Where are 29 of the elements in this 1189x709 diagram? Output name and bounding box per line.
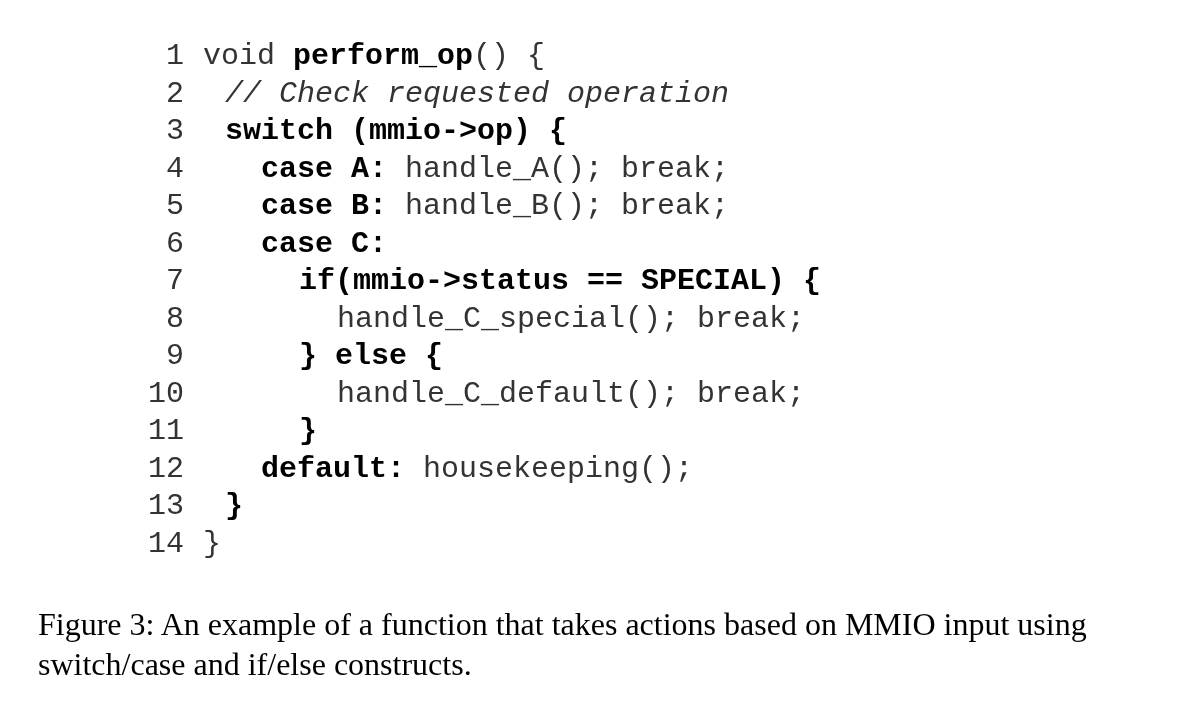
line-number: 9 bbox=[165, 338, 184, 374]
code-line: } else { bbox=[299, 338, 444, 374]
line-number: 2 bbox=[165, 75, 184, 112]
code-line: void perform_op() { bbox=[203, 38, 546, 74]
line-number: 14 bbox=[147, 525, 184, 562]
code-line: if(mmio->status == SPECIAL) { bbox=[299, 263, 822, 299]
line-number: 1 bbox=[165, 38, 184, 74]
line-number: 10 bbox=[147, 375, 184, 412]
code-line: handle_C_special(); break; bbox=[337, 300, 806, 337]
line-number: 12 bbox=[147, 450, 184, 487]
code-line: } bbox=[203, 525, 221, 562]
code-comment: // Check requested operation bbox=[225, 75, 730, 112]
code-line: handle_C_default(); break; bbox=[337, 375, 806, 412]
line-number: 7 bbox=[165, 263, 184, 299]
line-number: 11 bbox=[147, 413, 184, 449]
line-number: 5 bbox=[165, 188, 184, 224]
code-line: } bbox=[225, 488, 243, 524]
line-number: 8 bbox=[165, 300, 184, 337]
line-number: 13 bbox=[147, 488, 184, 524]
code-line: case C: bbox=[261, 225, 388, 262]
code-line: case B: handle_B(); break; bbox=[261, 188, 730, 224]
code-line: switch (mmio->op) { bbox=[225, 113, 568, 149]
code-line: } bbox=[299, 413, 317, 449]
line-number: 6 bbox=[165, 225, 184, 262]
code-line: case A: handle_A(); break; bbox=[261, 150, 730, 187]
figure-caption: Figure 3: An example of a function that takes actions based on MMIO input using switch/case and if/else constructs. bbox=[38, 605, 1088, 684]
line-number: 4 bbox=[165, 150, 184, 187]
code-line: default: housekeeping(); bbox=[261, 450, 694, 487]
line-number: 3 bbox=[165, 113, 184, 149]
